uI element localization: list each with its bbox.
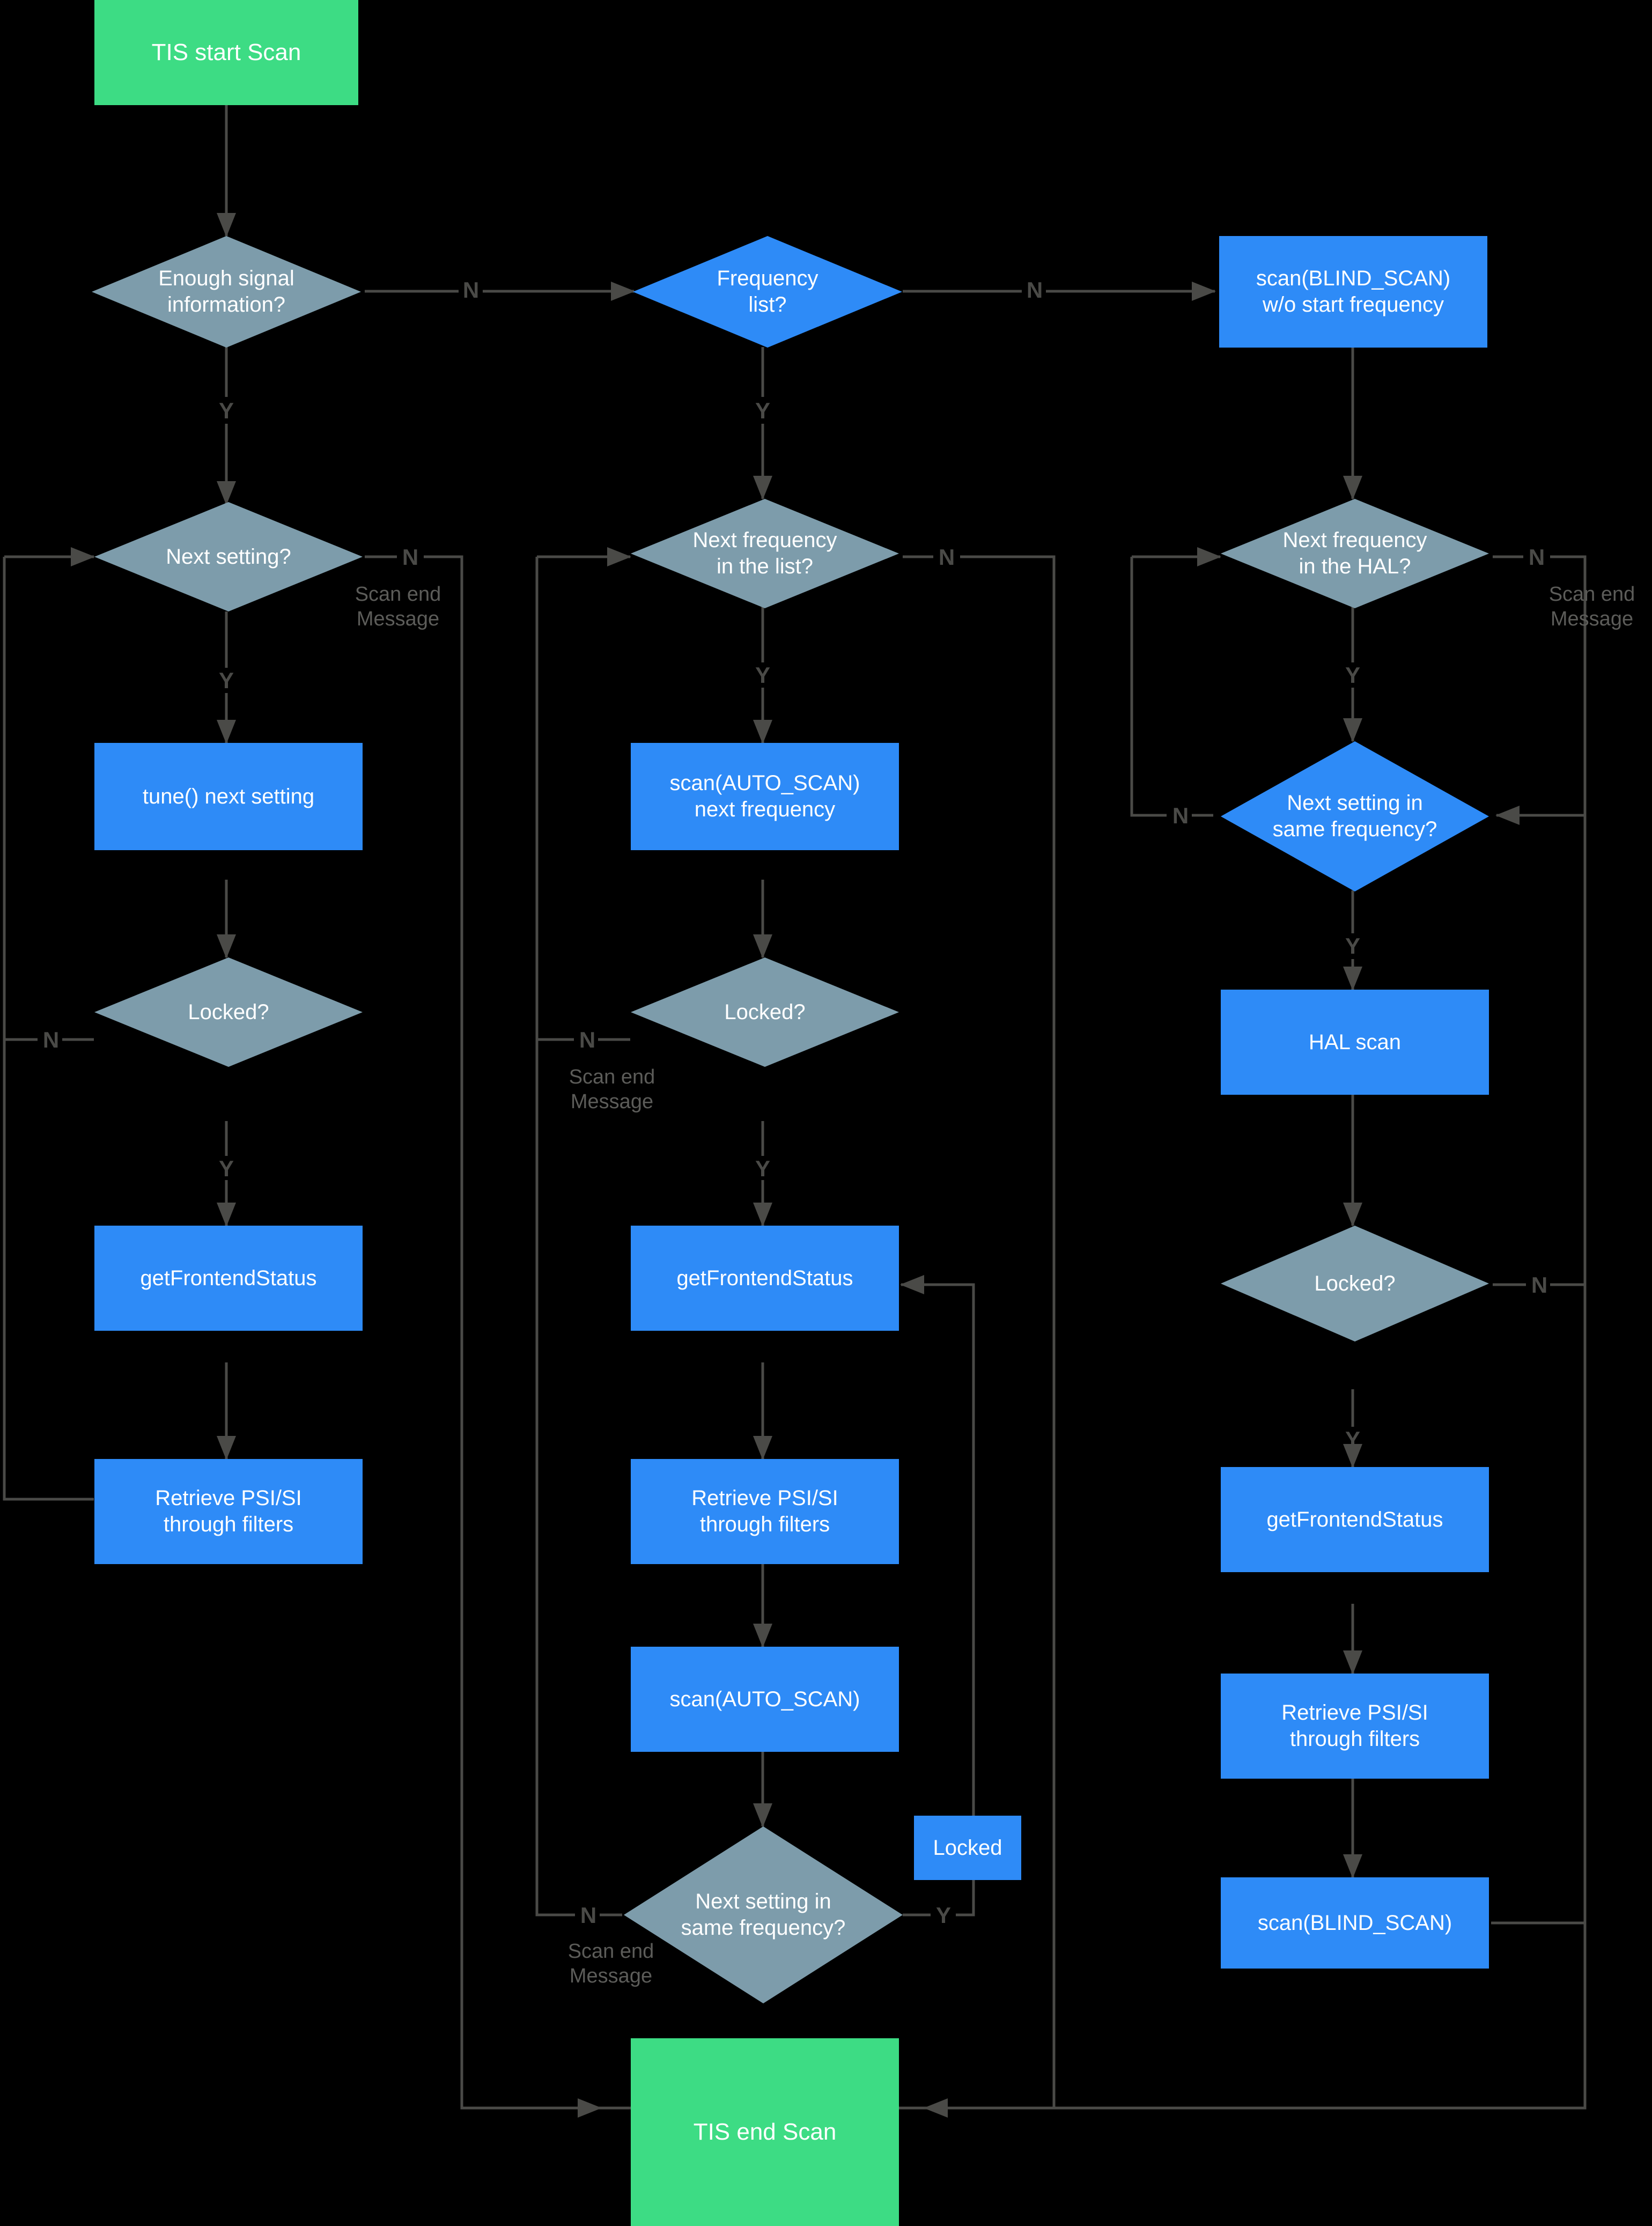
edge-label-nextsetsameM-y: Y xyxy=(935,1903,951,1928)
node-locked-middle-label: Locked? xyxy=(724,1000,806,1024)
edge-label-nextfreqlist-n: N xyxy=(938,544,955,570)
edge-label-lockedM-n: N xyxy=(579,1027,596,1052)
node-next-freq-list-label: Next frequency in the list? xyxy=(692,528,837,578)
node-get-frontend-status-right[interactable]: getFrontendStatus xyxy=(1221,1467,1489,1572)
edge-label-nextsetsameM-n: N xyxy=(580,1903,597,1928)
note-scan-end-message-left: Scan end Message xyxy=(355,583,441,631)
node-nextsetsame2-label: Next setting in same frequency? xyxy=(1272,791,1437,841)
node-start[interactable]: TIS start Scan xyxy=(94,0,358,105)
node-locked-left[interactable]: Locked? xyxy=(94,957,363,1067)
node-next-frequency-in-list[interactable]: Next frequency in the list? xyxy=(631,499,899,608)
node-locked-badge[interactable]: Locked xyxy=(914,1816,1021,1880)
edge-label-nextsetsame2-n: N xyxy=(1172,803,1189,828)
node-next-frequency-in-hal[interactable]: Next frequency in the HAL? xyxy=(1221,499,1489,608)
note-scan-end-message-bottom: Scan end Message xyxy=(567,1940,654,1988)
node-gfs-left-label: getFrontendStatus xyxy=(140,1266,317,1290)
node-nextsetsameM-label: Next setting in same frequency? xyxy=(681,1890,846,1940)
node-hal-scan[interactable]: HAL scan xyxy=(1221,990,1489,1095)
edge-label-nextfreqhal-n: N xyxy=(1528,544,1545,570)
node-retrieve-psi-si-left[interactable]: Retrieve PSI/SI through filters xyxy=(94,1459,363,1564)
node-next-setting-same-frequency-right[interactable]: Next setting in same frequency? xyxy=(1221,741,1489,891)
edge-label-lockedL-n: N xyxy=(42,1027,60,1052)
node-autoscan-label: scan(AUTO_SCAN) xyxy=(669,1687,860,1711)
node-scan-blind-scan[interactable]: scan(BLIND_SCAN) xyxy=(1221,1877,1489,1969)
node-blind-nostart-label: scan(BLIND_SCAN) w/o start frequency xyxy=(1256,267,1451,316)
node-retrieve-psi-si-right[interactable]: Retrieve PSI/SI through filters xyxy=(1221,1674,1489,1779)
node-next-setting-label: Next setting? xyxy=(166,544,291,569)
node-psi-left-label: Retrieve PSI/SI through filters xyxy=(155,1486,302,1536)
node-end[interactable]: TIS end Scan xyxy=(631,2038,899,2226)
edge-label-enough-y: Y xyxy=(218,398,234,423)
node-scan-auto-scan[interactable]: scan(AUTO_SCAN) xyxy=(631,1647,899,1752)
node-frequency-list-label: Frequency list? xyxy=(717,267,818,316)
edge-label-nextsetting-y: Y xyxy=(218,668,234,693)
edge-label-lockedL-y: Y xyxy=(218,1156,234,1181)
node-get-frontend-status-left[interactable]: getFrontendStatus xyxy=(94,1226,363,1331)
node-retrieve-psi-si-middle[interactable]: Retrieve PSI/SI through filters xyxy=(631,1459,899,1564)
node-enough-label: Enough signal information? xyxy=(158,267,294,316)
node-scan-auto-next-frequency[interactable]: scan(AUTO_SCAN) next frequency xyxy=(631,743,899,850)
node-autoscan-next-label: scan(AUTO_SCAN) next frequency xyxy=(669,771,860,821)
edge-label-lockedR-y: Y xyxy=(1345,1427,1360,1452)
edge-label-nextfreqhal-y: Y xyxy=(1345,662,1360,688)
edge-label-nextfreqlist-y: Y xyxy=(755,662,770,688)
node-end-label: TIS end Scan xyxy=(693,2119,837,2146)
node-tune-label: tune() next setting xyxy=(142,784,315,808)
node-start-label: TIS start Scan xyxy=(151,39,301,66)
node-locked-left-label: Locked? xyxy=(188,1000,269,1024)
edge-label-freqlist-y: Y xyxy=(755,398,770,423)
node-tune-next-setting[interactable]: tune() next setting xyxy=(94,743,363,850)
edge-label-enough-n: N xyxy=(462,277,480,303)
node-psi-middle-label: Retrieve PSI/SI through filters xyxy=(691,1486,838,1536)
node-locked-right[interactable]: Locked? xyxy=(1221,1226,1489,1342)
node-frequency-list[interactable]: Frequency list? xyxy=(633,236,902,348)
note-scan-end-message-right: Scan end Message xyxy=(1548,583,1635,631)
node-gfs-right-label: getFrontendStatus xyxy=(1266,1507,1443,1531)
node-psi-right-label: Retrieve PSI/SI through filters xyxy=(1281,1701,1428,1751)
edge-label-lockedM-y: Y xyxy=(755,1156,770,1181)
node-next-freq-hal-label: Next frequency in the HAL? xyxy=(1282,528,1427,578)
node-hal-scan-label: HAL scan xyxy=(1309,1030,1401,1054)
edge-label-lockedR-n: N xyxy=(1531,1272,1548,1298)
node-next-setting[interactable]: Next setting? xyxy=(94,502,363,611)
node-locked-badge-label: Locked xyxy=(933,1836,1002,1860)
edge-label-freqlist-n: N xyxy=(1026,277,1043,303)
edge-label-nextsetting-n: N xyxy=(402,544,419,570)
node-blindscan-label: scan(BLIND_SCAN) xyxy=(1257,1911,1452,1935)
node-locked-middle[interactable]: Locked? xyxy=(631,957,899,1067)
note-scan-end-message-middle: Scan end Message xyxy=(569,1066,655,1114)
node-get-frontend-status-middle[interactable]: getFrontendStatus xyxy=(631,1226,899,1331)
node-next-setting-same-frequency-middle[interactable]: Next setting in same frequency? xyxy=(624,1826,903,2003)
node-locked-right-label: Locked? xyxy=(1314,1271,1396,1295)
node-scan-blind-no-start-frequency[interactable]: scan(BLIND_SCAN) w/o start frequency xyxy=(1219,236,1487,348)
node-gfs-middle-label: getFrontendStatus xyxy=(676,1266,853,1290)
edge-label-nextsetsame2-y: Y xyxy=(1345,933,1360,959)
node-enough-signal-information[interactable]: Enough signal information? xyxy=(92,236,361,348)
